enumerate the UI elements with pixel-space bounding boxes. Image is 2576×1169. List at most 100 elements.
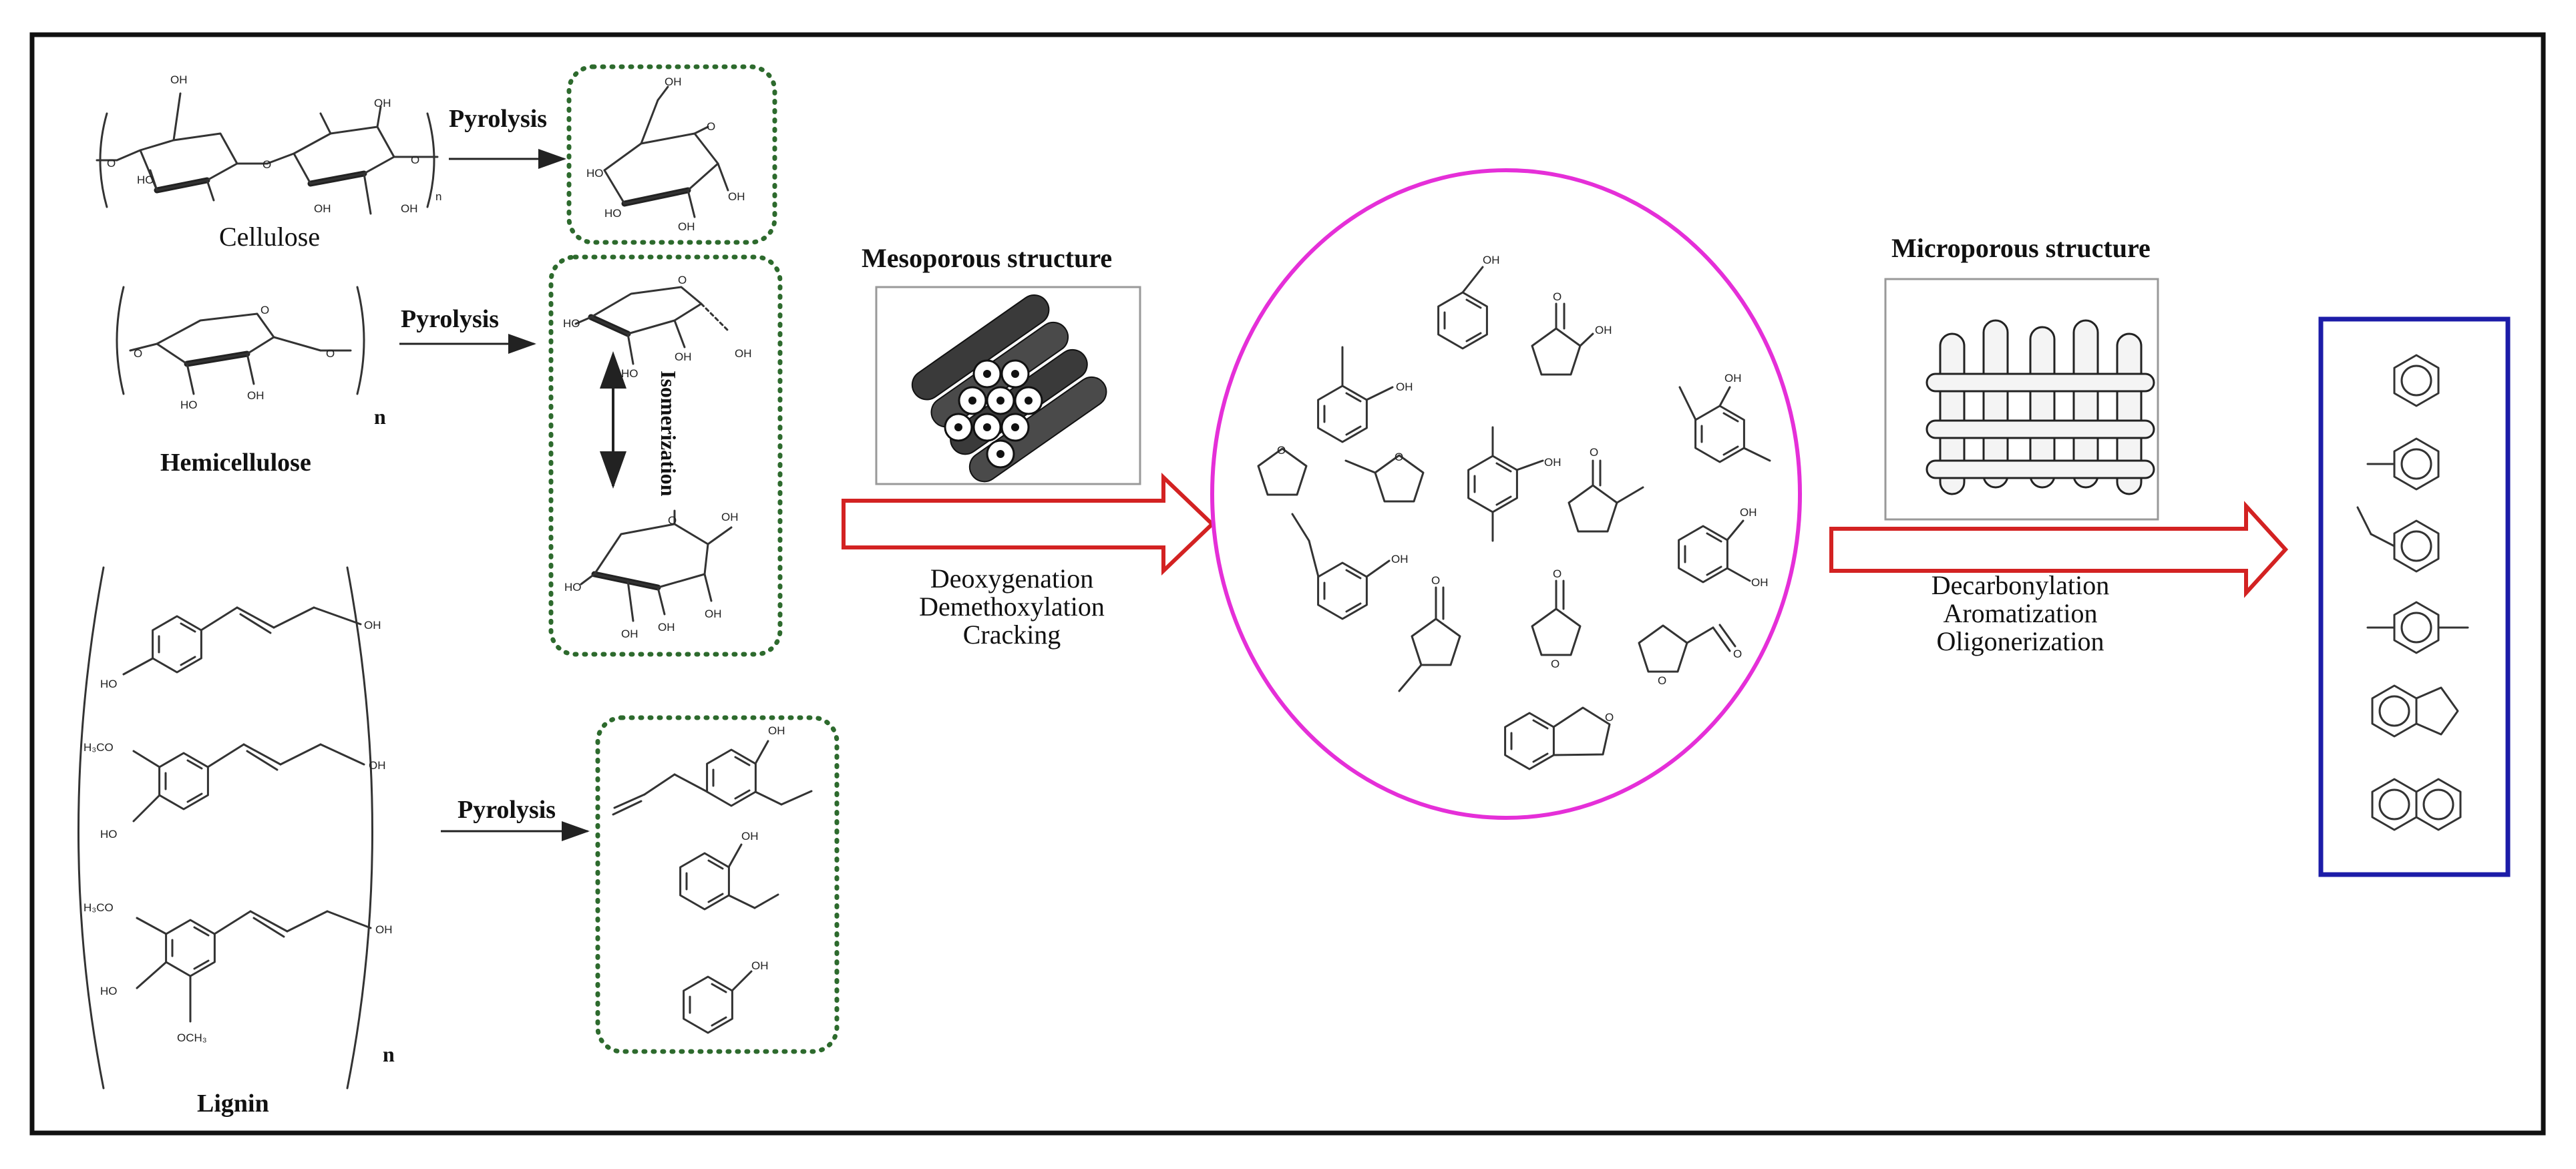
levoglucosan-oh-3: OH: [678, 220, 695, 233]
microporous-step-3: Oligonerization: [1936, 626, 2104, 656]
int-methylcyclopentanone-o: O: [1431, 574, 1440, 587]
mesoporous-process-arrow: [842, 472, 1216, 576]
cellulose-oh-4: OH: [401, 202, 418, 215]
lignin-m3-och3: OCH₃: [177, 1031, 207, 1044]
furanose-oh-4: OH: [705, 608, 722, 620]
benzene-molecule: [2393, 354, 2440, 407]
mesoporous-title: Mesoporous structure: [862, 243, 1112, 273]
lignin-product-box: [595, 715, 840, 1054]
mesoporous-cylinder-bundle: [911, 294, 1107, 483]
cellulose-oh-1: OH: [170, 73, 188, 86]
phenol-oh: OH: [751, 959, 769, 972]
cellulose-ho-1: HO: [137, 174, 154, 186]
furanose-o: O: [668, 514, 677, 527]
intermediates-circle: [1210, 168, 1802, 820]
lignin-m1-oh: OH: [364, 619, 381, 632]
levoglucosan-ho: HO: [586, 167, 604, 180]
levoglucosan-oh-1: OH: [665, 75, 682, 88]
cellulose-o-3: O: [411, 154, 419, 166]
int-thymol-oh: OH: [1544, 456, 1561, 469]
xylose-oh-1: OH: [675, 350, 692, 363]
lignin-products: OH OH OH: [612, 724, 813, 1034]
levoglucosan-ho-2: HO: [604, 207, 622, 220]
isomerization-label: Isomerization: [657, 371, 681, 497]
int-catechol-oh-1: OH: [1740, 506, 1757, 519]
microporous-framework: [1925, 319, 2155, 495]
xylose-ho-2: HO: [621, 367, 638, 380]
eugenol-oh: OH: [768, 724, 785, 737]
int-cyclopentenone-oh: OH: [1595, 324, 1612, 336]
hemicellulose-ho: HO: [180, 399, 198, 411]
cellulose-n: n: [435, 190, 441, 203]
ethylbenzene-molecule: [2356, 506, 2440, 573]
int-lactone-o-1: O: [1553, 567, 1561, 580]
aromatics-product-box: [2318, 316, 2511, 877]
microporous-step-1: Decarbonylation: [1931, 570, 2110, 600]
furanose-oh-2: OH: [621, 628, 638, 640]
int-furan-o: O: [1277, 444, 1286, 457]
cellulose-o-2: O: [262, 158, 271, 171]
lignin-m3-h3co: H₃CO: [83, 901, 114, 914]
lignin-m3-ho: HO: [100, 985, 118, 997]
cellulose-oh-2: OH: [374, 97, 391, 109]
intermediate-molecules: OH O OH OH OH O O OH O OH O: [1257, 254, 1771, 770]
levoglucosan-oh-2: OH: [728, 190, 745, 203]
hemicellulose-oh: OH: [247, 389, 264, 402]
aromatic-products: [2356, 354, 2469, 831]
xylose-o: O: [678, 274, 687, 286]
hemicellulose-n: n: [374, 405, 386, 429]
mesoporous-step-3: Cracking: [963, 620, 1061, 650]
microporous-image-frame: [1884, 278, 2159, 521]
lignin-pyrolysis-label: Pyrolysis: [457, 796, 556, 824]
cellulose-product-box: [566, 64, 777, 245]
xylose-pyranose-molecule: HO O HO OH OH: [563, 274, 752, 380]
levoglucosan-o: O: [707, 120, 715, 133]
cellulose-oh-3: OH: [314, 202, 331, 215]
hemicellulose-pyrolysis-label: Pyrolysis: [401, 305, 499, 333]
hemicellulose-o-1: O: [134, 347, 142, 360]
int-dihydrobenzofuran-o: O: [1605, 711, 1614, 724]
xylose-oh-2: OH: [735, 347, 752, 360]
xylose-furanose-molecule: O OH HO OH OH OH: [564, 509, 739, 640]
lignin-m3-oh: OH: [375, 923, 393, 936]
hemicellulose-o-ring: O: [260, 304, 269, 316]
int-cresol-oh: OH: [1396, 381, 1413, 393]
int-furfural-o-ring: O: [1658, 674, 1666, 687]
furanose-oh-3: OH: [658, 621, 675, 634]
int-catechol-oh-2: OH: [1751, 576, 1769, 589]
int-xylenol-oh: OH: [1724, 372, 1742, 385]
lignin-m2-h3co: H₃CO: [83, 741, 114, 754]
indane-molecule: [2371, 684, 2459, 738]
mesoporous-step-2: Demethoxylation: [919, 592, 1105, 622]
levoglucosan-molecule: OH O HO OH HO OH: [586, 75, 745, 233]
furanose-oh-1: OH: [721, 511, 739, 523]
furanose-ho: HO: [564, 581, 582, 594]
lignin-label: Lignin: [197, 1090, 269, 1118]
xylene-molecule: [2366, 601, 2469, 654]
int-lactone-o-2: O: [1551, 658, 1559, 670]
cellulose-label: Cellulose: [219, 222, 320, 252]
int-methylfuran-o: O: [1395, 451, 1403, 463]
lignin-n: n: [383, 1042, 395, 1066]
mesoporous-step-1: Deoxygenation: [930, 563, 1093, 594]
guaiacol-oh: OH: [741, 830, 759, 843]
hemicellulose-product-box: [548, 254, 783, 657]
lignin-m2-ho: HO: [100, 828, 118, 841]
int-ethylphenol-oh: OH: [1391, 553, 1409, 565]
int-phenol-oh: OH: [1483, 254, 1500, 266]
microporous-title: Microporous structure: [1891, 233, 2151, 263]
outer-frame: [29, 32, 2546, 1136]
int-furfural-o: O: [1733, 648, 1742, 660]
microporous-step-2: Aromatization: [1943, 598, 2097, 628]
toluene-molecule: [2366, 437, 2440, 491]
hemicellulose-structure: O O O HO OH n: [116, 286, 386, 429]
microporous-process-arrow: [1829, 501, 2289, 598]
int-cyclopentanone-o: O: [1590, 446, 1598, 459]
cellulose-o-1: O: [107, 157, 116, 170]
xylose-ho-1: HO: [563, 317, 580, 330]
cellulose-pyrolysis-label: Pyrolysis: [449, 105, 547, 133]
naphthalene-molecule: [2371, 778, 2462, 831]
hemicellulose-o-2: O: [326, 347, 335, 360]
cellulose-structure: OH HO O O OH OH OH O n: [96, 73, 441, 215]
